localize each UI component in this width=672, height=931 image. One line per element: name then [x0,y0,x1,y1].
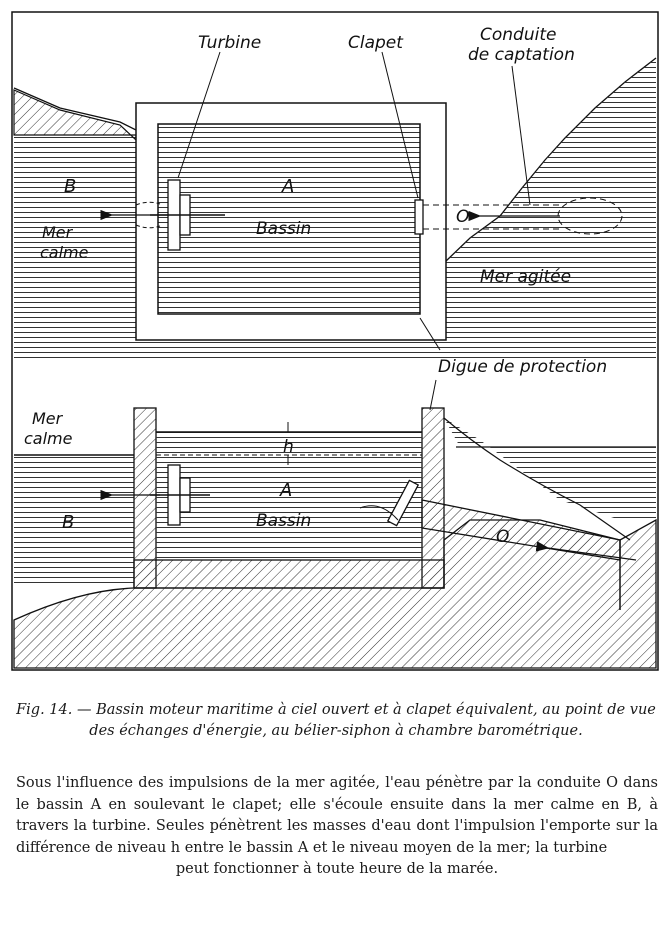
label-a-top: A [281,176,294,197]
shore-line-left [13,87,141,133]
label-mer-calme-bot-2: calme [24,429,73,448]
label-turbine: Turbine [198,33,261,53]
basin-floor [133,559,445,589]
label-b-top: B [64,176,76,197]
body-paragraph: Sous l'influence des impulsions de la me… [16,775,658,856]
section-view [13,379,657,669]
caption-fig-number: Fig. 14. — [16,702,92,718]
label-mer-calme-top-1: Mer [42,223,74,242]
label-h: h [283,437,294,457]
label-clapet: Clapet [348,33,404,53]
label-o-top: O [456,207,469,227]
figure-caption: Fig. 14. — Bassin moteur maritime à ciel… [16,700,656,742]
plan-view [13,14,657,360]
land-right [445,14,656,260]
body-text: Sous l'influence des impulsions de la me… [16,773,658,881]
caption-text: Bassin moteur maritime à ciel ouvert et … [89,702,656,739]
label-b-bot: B [62,512,74,533]
label-bassin-bot: Bassin [256,511,311,531]
basin-plan [157,123,421,315]
label-digue: Digue de protection [438,357,607,377]
label-mer-calme-top-2: calme [40,243,89,262]
label-bassin-top: Bassin [256,219,311,239]
label-mer-calme-bot-1: Mer [32,409,64,428]
body-last-line: peut fonctionner à toute heure de la mar… [175,861,499,877]
label-mer-agitee: Mer agitée [480,267,571,287]
basin-section [156,432,422,560]
land-left [13,89,137,142]
label-o-bot: O [496,527,509,547]
diagram: Turbine Clapet Conduite de captation B A… [11,11,659,671]
embankment [444,418,656,520]
label-a-bot: A [279,480,292,501]
label-conduite-2: de captation [468,45,575,65]
label-conduite-1: Conduite [480,25,556,45]
figure-frame [11,11,659,671]
